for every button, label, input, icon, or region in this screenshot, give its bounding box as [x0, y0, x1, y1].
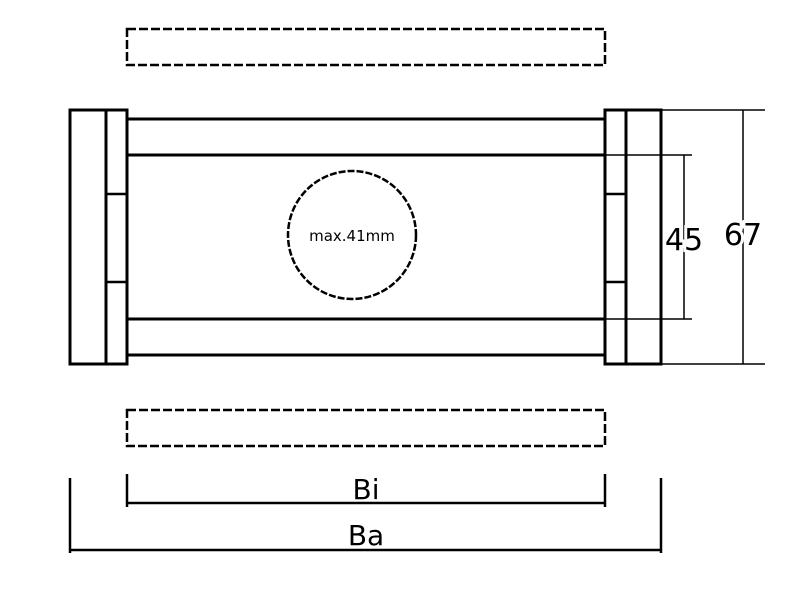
- top-cover-strip-dashed: [125, 27, 607, 67]
- cable-circle-dashed: [286, 169, 418, 301]
- lower-crossbar: [127, 317, 605, 357]
- right-end-plate: [603, 108, 663, 366]
- upper-crossbar: [127, 117, 605, 157]
- bottom-cover-strip-dashed: [125, 408, 607, 448]
- circle-label: max.41mm: [309, 227, 395, 245]
- dim-outer-height-label: 67: [724, 218, 762, 253]
- dimension-outer-width: [68, 478, 663, 553]
- dim-inner-width-label: Bi: [353, 473, 380, 506]
- dimension-outer-height: [661, 109, 765, 365]
- dimension-inner-width: [125, 474, 607, 507]
- dim-inner-height-label: 45: [665, 223, 703, 258]
- left-end-plate: [68, 108, 129, 366]
- dimension-inner-height: [605, 154, 692, 320]
- dim-outer-width-label: Ba: [348, 519, 384, 552]
